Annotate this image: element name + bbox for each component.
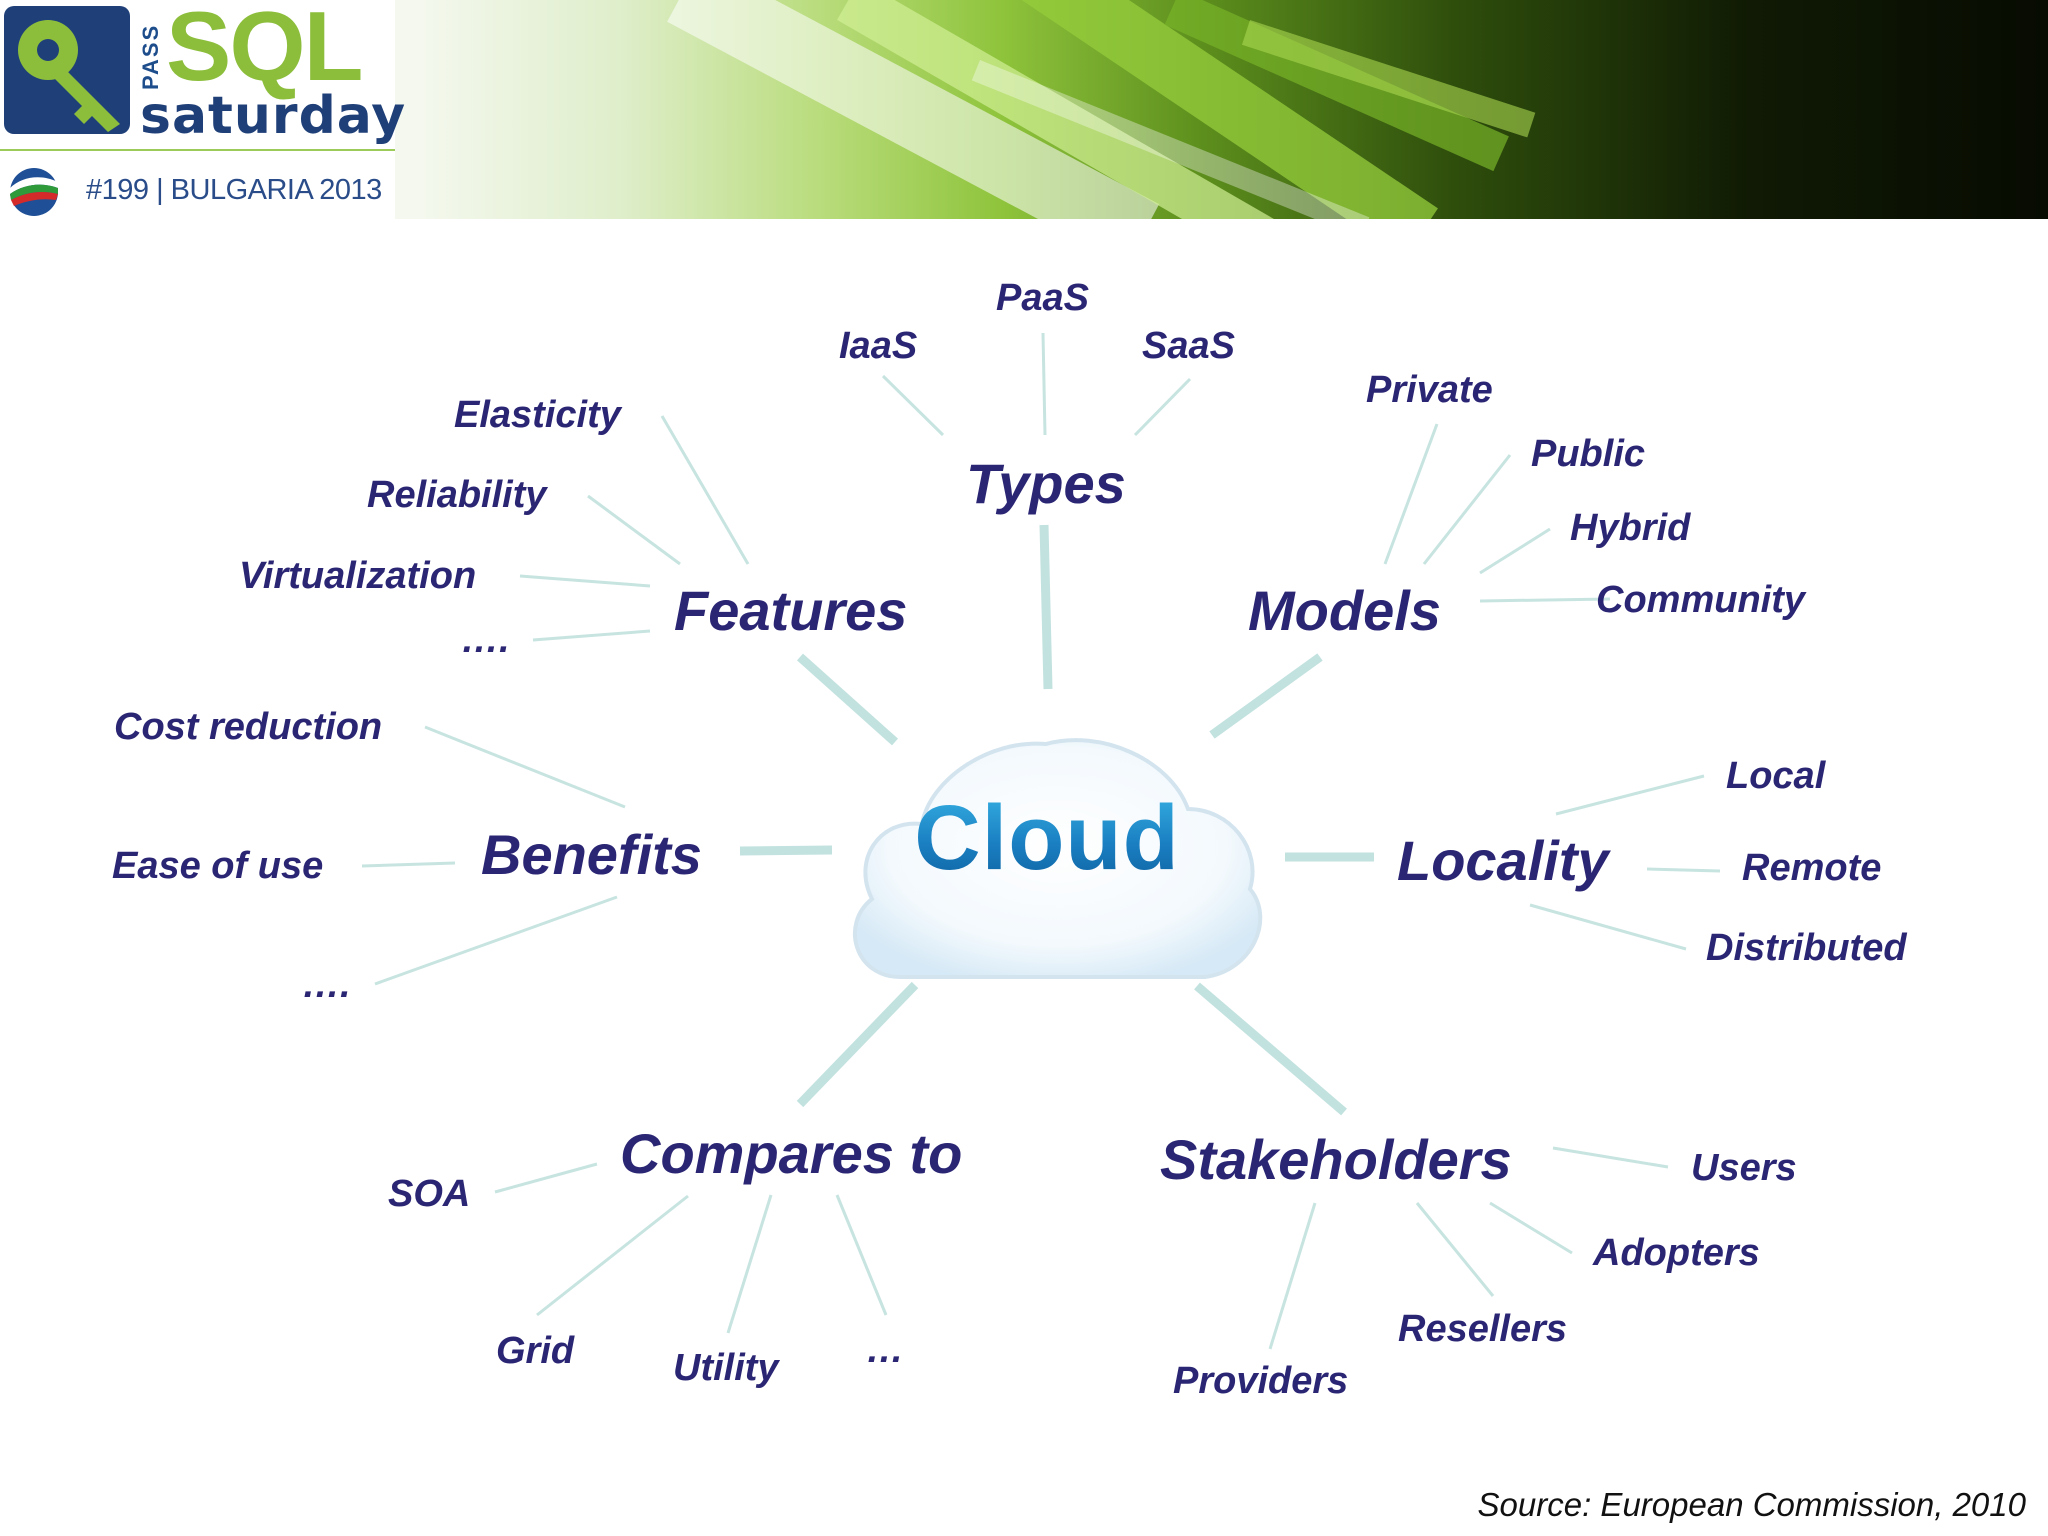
- leaf-elasticity: Elasticity: [454, 394, 621, 437]
- connector-virtualization: [520, 576, 650, 586]
- connector-adopters: [1490, 1203, 1572, 1253]
- connector-public: [1424, 455, 1510, 564]
- spoke-compares: [800, 985, 915, 1104]
- connector-benefits-more: [375, 897, 617, 984]
- leaf-cost-reduction: Cost reduction: [114, 706, 382, 749]
- category-locality: Locality: [1397, 828, 1609, 893]
- leaf-ease-of-use: Ease of use: [112, 845, 323, 888]
- connector-local: [1556, 776, 1704, 814]
- event-label: #199 | BULGARIA 2013: [86, 174, 382, 207]
- connector-reliability: [588, 496, 680, 564]
- leaf-local: Local: [1726, 755, 1825, 798]
- key-icon: [4, 6, 130, 134]
- connector-ease-of-use: [362, 863, 455, 866]
- category-benefits: Benefits: [481, 822, 702, 887]
- logo-pass: PASS: [138, 18, 164, 96]
- spoke-stakeholders: [1197, 986, 1344, 1112]
- category-models: Models: [1248, 578, 1441, 643]
- header-banner: PASS SQL saturday #199 | BULGARIA 2013: [0, 0, 2048, 219]
- leaf-features-more: ….: [461, 619, 510, 662]
- connector-iaas: [883, 376, 943, 435]
- connector-remote: [1647, 869, 1720, 871]
- globe-icon: [8, 162, 60, 218]
- connector-providers: [1270, 1203, 1315, 1349]
- source-caption: Source: European Commission, 2010: [1478, 1486, 2026, 1524]
- leaf-community: Community: [1596, 579, 1805, 622]
- connector-utility: [728, 1195, 771, 1333]
- cloud-mind-map: Cloud Types Features Models Benefits Loc…: [0, 219, 2048, 1536]
- leaf-users: Users: [1691, 1147, 1797, 1190]
- spoke-features: [800, 657, 895, 742]
- leaf-compares-more: …: [866, 1329, 904, 1372]
- connector-features-more: [533, 631, 650, 640]
- spoke-models: [1212, 657, 1320, 735]
- connector-saas: [1135, 379, 1190, 435]
- leaf-providers: Providers: [1173, 1360, 1348, 1403]
- connector-compares-more: [837, 1195, 886, 1315]
- leaf-saas: SaaS: [1142, 325, 1235, 368]
- leaf-adopters: Adopters: [1593, 1232, 1760, 1275]
- leaf-distributed: Distributed: [1706, 927, 1907, 970]
- leaf-iaas: IaaS: [839, 325, 917, 368]
- leaf-benefits-more: ….: [302, 964, 351, 1007]
- logo-saturday: saturday: [140, 88, 406, 144]
- logo-divider: [0, 149, 395, 151]
- leaf-utility: Utility: [673, 1347, 779, 1390]
- connector-users: [1553, 1148, 1668, 1167]
- leaf-hybrid: Hybrid: [1570, 507, 1690, 550]
- leaf-paas: PaaS: [996, 277, 1089, 320]
- center-label-cloud: Cloud: [912, 786, 1182, 891]
- connector-private: [1385, 424, 1437, 564]
- category-features: Features: [674, 578, 907, 643]
- spoke-types: [1044, 525, 1048, 689]
- category-compares-to: Compares to: [620, 1121, 962, 1186]
- leaf-reliability: Reliability: [367, 474, 547, 517]
- spoke-benefits: [740, 850, 832, 851]
- connector-elasticity: [662, 416, 748, 564]
- leaf-virtualization: Virtualization: [239, 555, 476, 598]
- logo-sql: SQL: [166, 0, 361, 96]
- connector-grid: [537, 1196, 688, 1315]
- connector-community: [1480, 599, 1610, 601]
- leaf-soa: SOA: [388, 1173, 470, 1216]
- leaf-grid: Grid: [496, 1330, 574, 1373]
- connector-cost-reduction: [425, 727, 625, 807]
- category-types: Types: [966, 451, 1126, 516]
- connector-soa: [495, 1164, 597, 1192]
- connector-resellers: [1417, 1203, 1493, 1296]
- leaf-resellers: Resellers: [1398, 1308, 1567, 1351]
- logo: PASS SQL saturday #199 | BULGARIA 2013: [0, 0, 395, 219]
- category-stakeholders: Stakeholders: [1160, 1127, 1512, 1192]
- connector-paas: [1043, 333, 1045, 435]
- leaf-public: Public: [1531, 433, 1645, 476]
- leaf-private: Private: [1366, 369, 1493, 412]
- connector-distributed: [1530, 905, 1686, 949]
- leaf-remote: Remote: [1742, 847, 1881, 890]
- connector-hybrid: [1480, 529, 1550, 573]
